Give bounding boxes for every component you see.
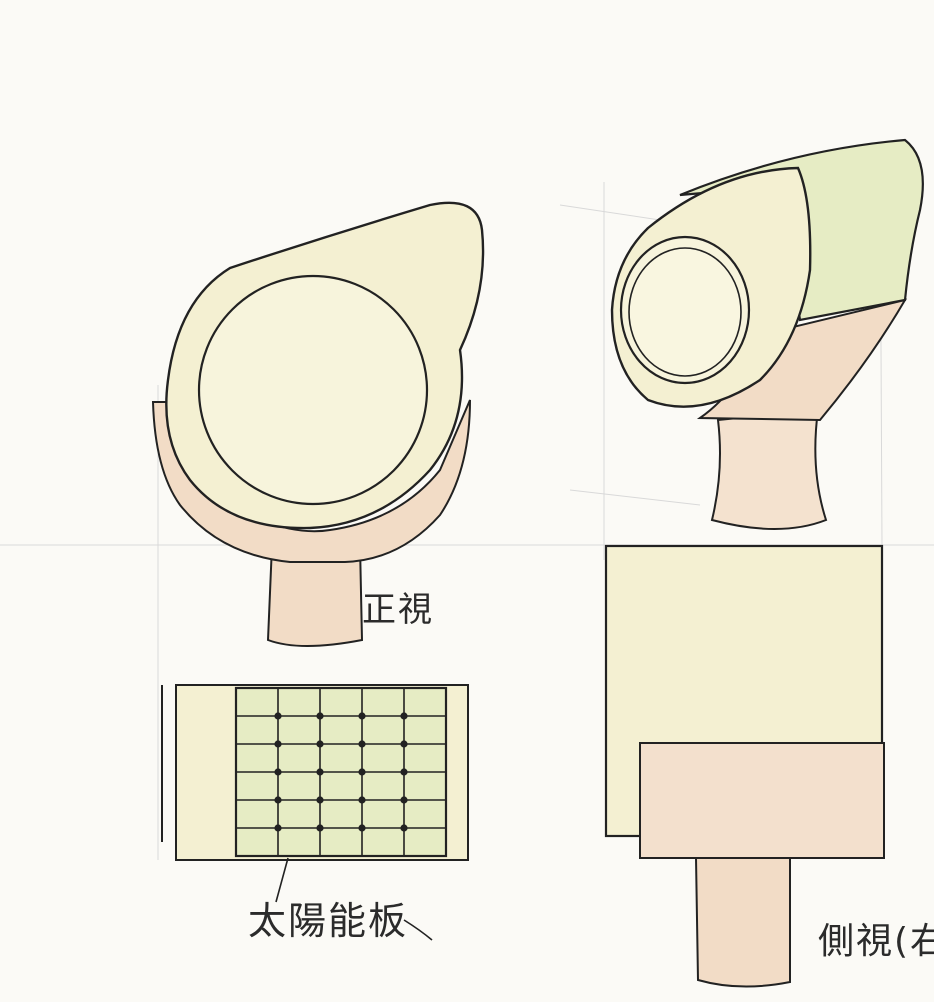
side-perspective-drawing	[610, 138, 924, 530]
side-view-base	[639, 742, 885, 859]
solar-cell-dot-icon	[274, 796, 282, 804]
solar-cell-dot-icon	[358, 740, 366, 748]
solar-cell-dot-icon	[400, 740, 408, 748]
panel-leader-line	[275, 857, 289, 903]
solar-cell-dot-icon	[316, 712, 324, 720]
side-view-pole	[694, 857, 791, 988]
side-lens-inner	[628, 247, 742, 377]
solar-cell-dot-icon	[358, 824, 366, 832]
solar-panel-drawing	[161, 684, 469, 941]
side-view-right-drawing	[604, 544, 885, 988]
panel-dots	[274, 712, 408, 832]
solar-cell-dot-icon	[316, 796, 324, 804]
solar-cell-dot-icon	[274, 712, 282, 720]
solar-cell-dot-icon	[400, 796, 408, 804]
solar-cell-dot-icon	[358, 768, 366, 776]
side-view-right-label: 側視(右)	[818, 921, 934, 962]
perspective-guide-top	[559, 204, 661, 221]
side-neck	[710, 408, 828, 530]
front-lens-circle	[197, 274, 429, 506]
solar-cell-dot-icon	[316, 824, 324, 832]
solar-cell-dot-icon	[358, 796, 366, 804]
solar-cell-dot-icon	[274, 768, 282, 776]
perspective-guide-bottom	[569, 489, 701, 506]
solar-cell-dot-icon	[358, 712, 366, 720]
solar-cell-dot-icon	[316, 768, 324, 776]
front-pole	[266, 544, 364, 647]
solar-panel-label: 太陽能板	[248, 899, 409, 943]
front-view-label: 正視	[362, 590, 434, 630]
solar-cell-dot-icon	[400, 768, 408, 776]
front-view-drawing	[151, 201, 485, 647]
solar-cell-dot-icon	[316, 740, 324, 748]
solar-cell-dot-icon	[400, 824, 408, 832]
label-tail-stroke	[403, 919, 433, 941]
solar-cell-dot-icon	[400, 712, 408, 720]
solar-cell-dot-icon	[274, 824, 282, 832]
solar-cell-dot-icon	[274, 740, 282, 748]
